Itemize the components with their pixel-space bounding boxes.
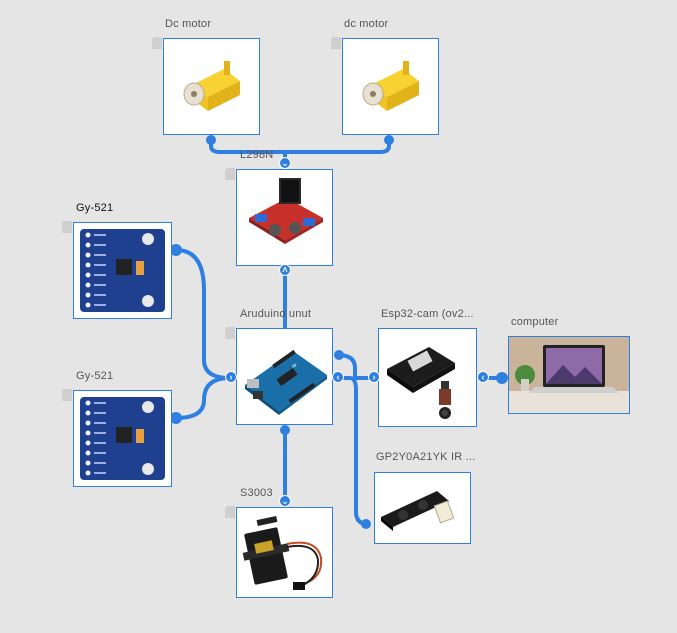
- node-label: Gy-521: [76, 202, 114, 214]
- imu-sensor-board-icon: [80, 229, 165, 312]
- node-handle[interactable]: [225, 506, 235, 518]
- node-label: Aruduino unut: [240, 308, 312, 320]
- imu-sensor-board-icon: [80, 397, 165, 480]
- laptop-icon: [509, 337, 629, 413]
- node-label: Dc motor: [165, 18, 212, 30]
- node-label: computer: [511, 316, 559, 328]
- camera-module-icon: [387, 347, 455, 419]
- l298n-card[interactable]: [236, 169, 333, 266]
- node-handle[interactable]: [152, 37, 162, 49]
- port-left[interactable]: ›: [368, 371, 380, 383]
- dc-motor-icon: [362, 61, 419, 111]
- node-handle[interactable]: [225, 327, 235, 339]
- dc-motor-card[interactable]: [163, 38, 260, 135]
- dc-motor-card[interactable]: [342, 38, 439, 135]
- node-label: S3003: [240, 487, 273, 499]
- dc-motor-icon: [183, 61, 240, 111]
- esp32-card[interactable]: [378, 328, 477, 427]
- wire-dc-motor-2-l298n[interactable]: [283, 136, 391, 154]
- svg-text:∞: ∞: [290, 361, 299, 371]
- node-label: GP2Y0A21YK IR ...: [376, 451, 476, 463]
- arduino-card[interactable]: ∞: [236, 328, 333, 425]
- port-left[interactable]: ‹: [477, 371, 489, 383]
- port-bottom[interactable]: ˄: [279, 264, 291, 276]
- node-handle[interactable]: [331, 37, 341, 49]
- ir-distance-sensor-icon: [381, 491, 455, 531]
- arduino-board-icon: ∞: [245, 349, 327, 415]
- port-left[interactable]: ›: [225, 371, 237, 383]
- node-label: L298N: [240, 149, 274, 161]
- computer-card[interactable]: [508, 336, 630, 414]
- node-handle[interactable]: [225, 168, 235, 180]
- node-label: Gy-521: [76, 370, 114, 382]
- gy521-card[interactable]: [73, 390, 172, 487]
- port-top[interactable]: ⌄: [279, 157, 291, 169]
- node-label: dc motor: [344, 18, 389, 30]
- gy521-card[interactable]: [73, 222, 172, 319]
- wire-arduino-ir-sensor[interactable]: [336, 376, 370, 526]
- node-label: Esp32-cam (ov2...: [381, 308, 474, 320]
- ir-sensor-card[interactable]: [374, 472, 471, 544]
- servo-card[interactable]: [236, 507, 333, 598]
- port-right[interactable]: ‹: [332, 371, 344, 383]
- wire-gy521-1-arduino[interactable]: [174, 248, 232, 380]
- port-top[interactable]: ⌄: [279, 495, 291, 507]
- servo-motor-icon: [242, 515, 323, 590]
- node-handle[interactable]: [62, 389, 72, 401]
- node-handle[interactable]: [62, 221, 72, 233]
- motor-driver-board-icon: [249, 178, 323, 244]
- wire-gy521-2-arduino[interactable]: [174, 376, 232, 420]
